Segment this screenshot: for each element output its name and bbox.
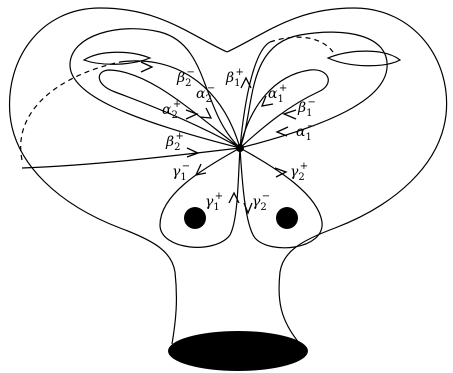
svg-text:γ2+: γ2+ [290, 161, 308, 183]
boundary-disk [168, 331, 308, 371]
label-alpha1-plus: α1+ [268, 83, 287, 105]
inner-left-lobe [69, 28, 241, 149]
arrow-beta2-minus [140, 61, 154, 73]
arrow-gamma2-minus [243, 202, 253, 215]
arrow-alpha1-plus [260, 95, 274, 107]
alpha1-loop [239, 69, 329, 149]
svg-text:γ1+: γ1+ [205, 191, 223, 213]
arrow-beta1-plus [240, 76, 252, 89]
puncture-right [276, 207, 298, 229]
label-alpha1-minus: α1− [296, 121, 315, 143]
svg-text:α1−: α1− [296, 121, 315, 143]
svg-text:γ1−: γ1− [172, 161, 190, 183]
base-point [236, 144, 244, 152]
puncture-left [184, 207, 206, 229]
right-handle-hole [326, 50, 402, 67]
label-alpha2-minus: α2− [196, 83, 215, 105]
label-beta2-minus: β2− [176, 67, 195, 89]
surface-outline-right [226, 7, 448, 345]
left-handle-hole [82, 51, 152, 65]
arrow-gamma2-plus [274, 167, 288, 178]
svg-text:α1+: α1+ [268, 83, 287, 105]
label-gamma1-minus: γ1− [172, 161, 190, 183]
inner-right-lobe [239, 31, 388, 149]
label-beta1-plus: β1+ [225, 67, 244, 89]
svg-text:α2+: α2+ [162, 99, 181, 121]
alpha2-loop [98, 69, 241, 149]
arrow-gamma1-minus [194, 163, 207, 176]
svg-text:β1−: β1− [297, 97, 316, 119]
label-gamma1-plus: γ1+ [205, 191, 223, 213]
gamma1-loop [159, 147, 241, 248]
label-alpha2-plus: α2+ [162, 99, 181, 121]
surface-outline [8, 7, 228, 345]
svg-text:β2−: β2− [176, 67, 195, 89]
gamma2-loop [239, 147, 323, 249]
beta2-upper [119, 60, 241, 149]
label-gamma2-minus: γ2− [252, 191, 270, 213]
svg-text:α2−: α2− [196, 83, 215, 105]
svg-text:γ2−: γ2− [252, 191, 270, 213]
beta2-dashed [20, 61, 121, 161]
label-gamma2-plus: γ2+ [290, 161, 308, 183]
arrow-beta2-plus [186, 147, 200, 158]
arrow-alpha1-minus [275, 126, 289, 137]
arrow-alpha2-minus [199, 107, 213, 119]
svg-text:β1+: β1+ [225, 67, 244, 89]
beta1-dashed [269, 36, 336, 56]
beta1-curve [239, 41, 271, 149]
svg-text:β2+: β2+ [165, 131, 184, 153]
arrow-alpha2-plus [185, 109, 199, 120]
arrow-beta1-minus [282, 109, 297, 120]
label-beta2-plus: β2+ [165, 131, 184, 153]
arrow-gamma1-plus [228, 191, 240, 204]
beta2-curve [21, 147, 241, 169]
label-beta1-minus: β1− [297, 97, 316, 119]
